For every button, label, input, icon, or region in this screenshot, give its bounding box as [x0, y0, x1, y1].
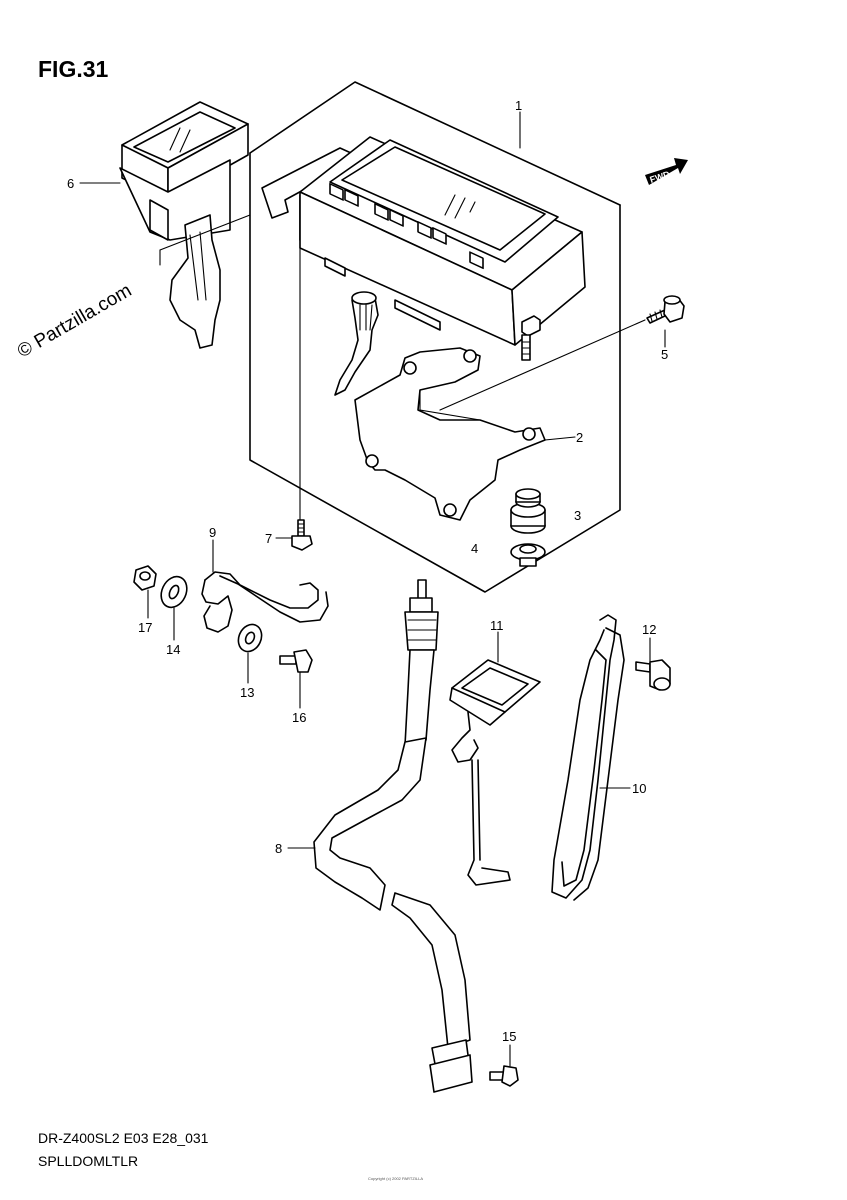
- screw-16: [279, 649, 313, 673]
- speedometer-cluster: [261, 136, 586, 396]
- part-number-7: 7: [265, 531, 272, 546]
- cable-guide-11: [449, 659, 541, 886]
- part-number-1: 1: [515, 98, 522, 113]
- figure-title: FIG.31: [38, 56, 109, 82]
- assembly-outline: [249, 81, 621, 593]
- part-number-14: 14: [166, 642, 180, 657]
- part-number-13: 13: [240, 685, 254, 700]
- part-number-labels: 1 2 3 4 5 6 7 8 9 10 11 12 13 14 15 16 1…: [67, 98, 668, 1044]
- part-number-12: 12: [642, 622, 656, 637]
- part-number-5: 5: [661, 347, 668, 362]
- part-number-3: 3: [574, 508, 581, 523]
- forward-label: FWD: [649, 169, 672, 185]
- bushing: [510, 543, 546, 567]
- nut-17: [133, 565, 157, 591]
- footer-small-print: Copyright (c) 2002 PARTZILLA: [368, 1176, 423, 1181]
- part-number-17: 17: [138, 620, 152, 635]
- washer-13: [237, 623, 263, 653]
- part-number-15: 15: [502, 1029, 516, 1044]
- footer-code: DR-Z400SL2 E03 E28_031: [38, 1130, 209, 1146]
- wire-guide-9: [201, 571, 329, 633]
- speedometer-cable: [313, 579, 473, 1093]
- part-number-6: 6: [67, 176, 74, 191]
- bolt-12: [635, 659, 671, 691]
- part-number-8: 8: [275, 841, 282, 856]
- screw-15: [489, 1065, 519, 1087]
- part-number-9: 9: [209, 525, 216, 540]
- part-number-4: 4: [471, 541, 478, 556]
- part-number-16: 16: [292, 710, 306, 725]
- forward-arrow-icon: FWD: [645, 158, 688, 185]
- bolt-5: [646, 295, 685, 324]
- clamp-strap-10: [551, 614, 625, 901]
- washer-14: [160, 575, 188, 609]
- part-number-2: 2: [576, 430, 583, 445]
- part-number-10: 10: [632, 781, 646, 796]
- screw-7: [291, 519, 313, 551]
- grommet: [510, 488, 546, 534]
- footer-name: SPLLDOMLTLR: [38, 1153, 138, 1169]
- part-number-11: 11: [490, 618, 504, 633]
- meter-cover: [119, 101, 249, 349]
- watermark: © Partzilla.com: [14, 280, 135, 362]
- leader-lines: [79, 111, 666, 1067]
